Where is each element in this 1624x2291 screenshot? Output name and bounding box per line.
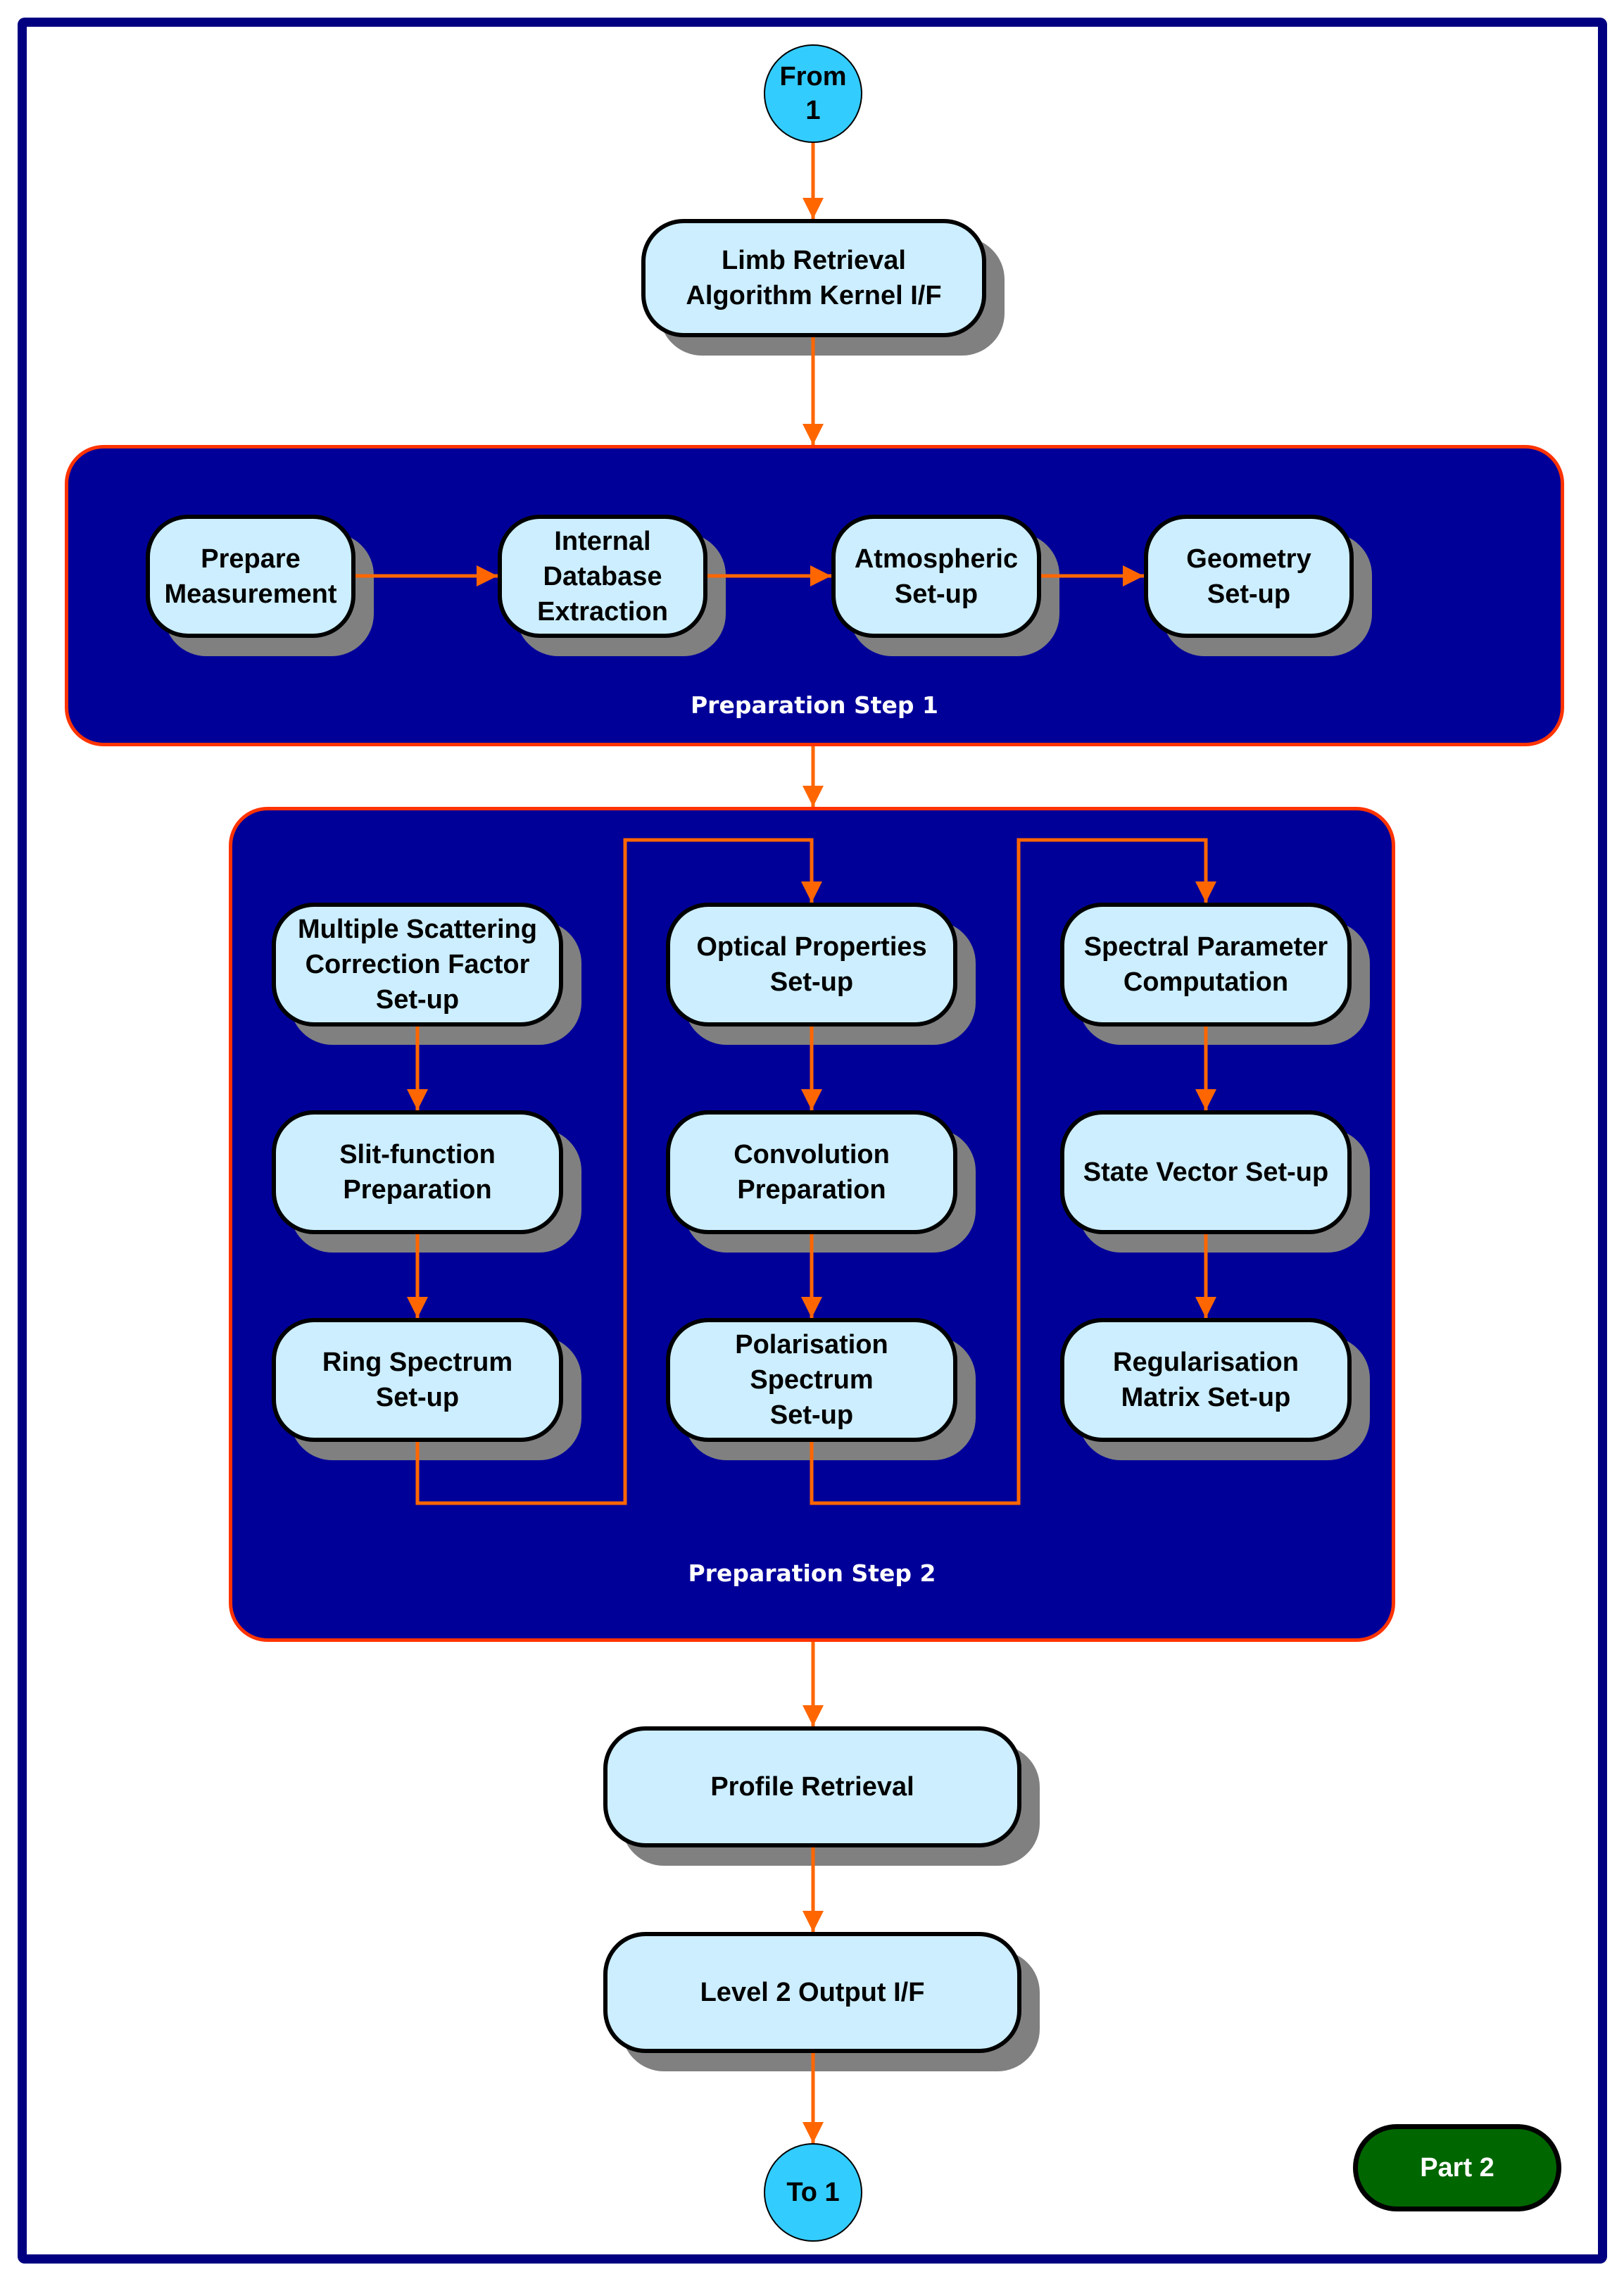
regularisation-matrix-node[interactable]: Regularisation Matrix Set-up: [1060, 1318, 1370, 1460]
node-label: Multiple Scattering Correction Factor Se…: [298, 915, 537, 1015]
part-2-badge: Part 2: [1353, 2124, 1561, 2211]
from-1-connector[interactable]: From 1: [764, 44, 862, 143]
preparation-step-2-label: Preparation Step 2: [688, 1559, 936, 1587]
spectral-parameter-node[interactable]: Spectral Parameter Computation: [1060, 903, 1370, 1045]
prepare-measurement-node[interactable]: Prepare Measurement: [146, 515, 374, 656]
slit-function-node[interactable]: Slit-function Preparation: [272, 1110, 581, 1253]
node-label: Profile Retrieval: [710, 1772, 914, 1802]
multiple-scattering-node[interactable]: Multiple Scattering Correction Factor Se…: [272, 903, 581, 1045]
node-label: Regularisation Matrix Set-up: [1113, 1348, 1299, 1412]
node-label: Polarisation Spectrum Set-up: [735, 1330, 888, 1430]
profile-retrieval-node[interactable]: Profile Retrieval: [603, 1726, 1040, 1866]
convolution-preparation-node[interactable]: Convolution Preparation: [666, 1110, 976, 1253]
state-vector-node[interactable]: State Vector Set-up: [1060, 1110, 1370, 1253]
node-label: Atmospheric Set-up: [854, 544, 1019, 609]
polarisation-spectrum-node[interactable]: Polarisation Spectrum Set-up: [666, 1318, 976, 1460]
node-label: Limb Retrieval Algorithm Kernel I/F: [686, 246, 942, 310]
to-1-label: To 1: [786, 2178, 840, 2207]
part-2-label: Part 2: [1420, 2152, 1494, 2183]
node-label: Geometry Set-up: [1186, 544, 1311, 609]
node-label: Optical Properties Set-up: [696, 932, 927, 997]
node-label: Slit-function Preparation: [339, 1140, 496, 1205]
node-label: Prepare Measurement: [164, 544, 337, 609]
ring-spectrum-node[interactable]: Ring Spectrum Set-up: [272, 1318, 581, 1460]
optical-properties-node[interactable]: Optical Properties Set-up: [666, 903, 976, 1045]
to-1-connector[interactable]: To 1: [764, 2143, 862, 2242]
node-label: Spectral Parameter Computation: [1083, 932, 1328, 997]
node-label: State Vector Set-up: [1083, 1157, 1329, 1187]
node-label: Level 2 Output I/F: [700, 1978, 925, 2007]
level-2-output-node[interactable]: Level 2 Output I/F: [603, 1932, 1040, 2071]
preparation-step-1-label: Preparation Step 1: [690, 691, 938, 719]
atmospheric-setup-node[interactable]: Atmospheric Set-up: [831, 515, 1059, 656]
geometry-setup-node[interactable]: Geometry Set-up: [1144, 515, 1372, 656]
node-label: Internal Database Extraction: [537, 526, 668, 627]
node-label: Convolution Preparation: [734, 1140, 890, 1205]
from-1-label: From 1: [779, 62, 847, 125]
limb-retrieval-kernel-node[interactable]: Limb Retrieval Algorithm Kernel I/F: [641, 219, 1005, 356]
node-label: Ring Spectrum Set-up: [322, 1348, 513, 1412]
internal-database-extraction-node[interactable]: Internal Database Extraction: [498, 515, 726, 656]
